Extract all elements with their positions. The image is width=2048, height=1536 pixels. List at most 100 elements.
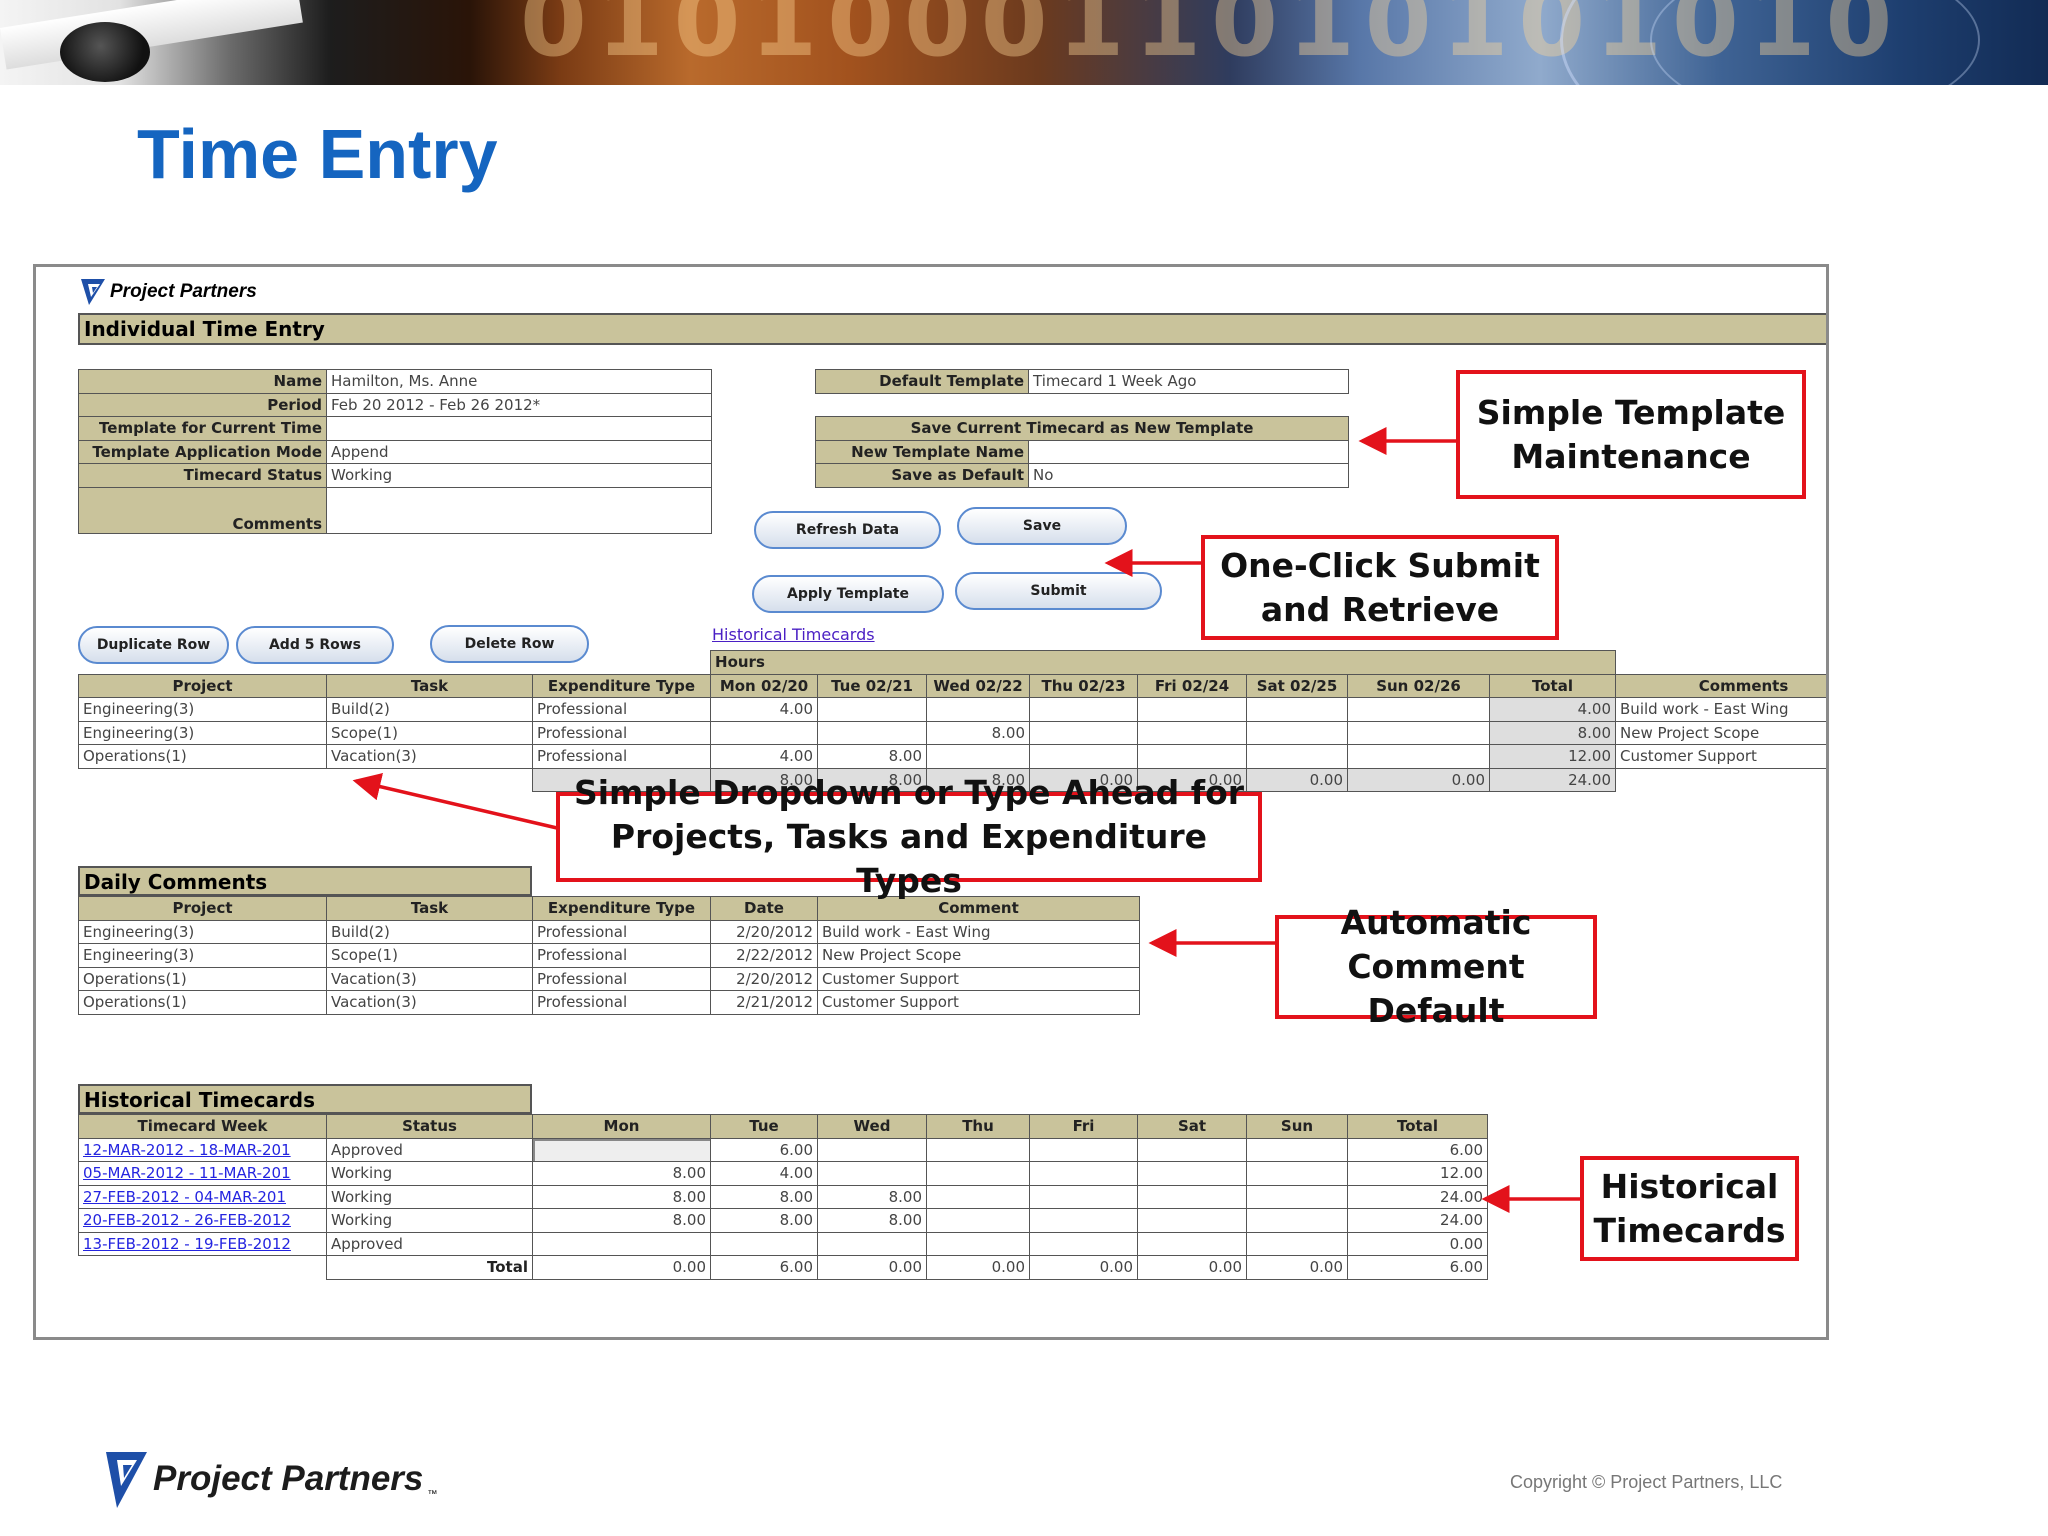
header-info-form: Name Hamilton, Ms. Anne Period Feb 20 20… bbox=[78, 369, 712, 534]
timecard-week-link[interactable]: 13-FEB-2012 - 19-FEB-2012 bbox=[78, 1231, 327, 1256]
template-current-select[interactable] bbox=[326, 416, 712, 441]
project-cell: Engineering(3) bbox=[78, 919, 327, 944]
hours-input-sat[interactable] bbox=[1246, 720, 1349, 745]
new-template-name-input[interactable] bbox=[1028, 439, 1349, 464]
row-total: 12.00 bbox=[1489, 744, 1617, 769]
timecard-week-link[interactable]: 12-MAR-2012 - 18-MAR-201 bbox=[78, 1137, 327, 1162]
expenditure-type-select[interactable]: Professional bbox=[531, 744, 712, 769]
template-mode-label: Template Application Mode bbox=[78, 439, 327, 464]
hours-input-fri[interactable] bbox=[1137, 720, 1248, 745]
callout-one-click-submit: One-Click Submit and Retrieve bbox=[1201, 535, 1559, 640]
period-select[interactable]: Feb 20 2012 - Feb 26 2012* bbox=[326, 392, 712, 417]
task-select[interactable]: Scope(1) bbox=[326, 720, 533, 745]
comment-input[interactable]: New Project Scope bbox=[817, 943, 1140, 968]
comment-input[interactable]: Build work - East Wing bbox=[817, 919, 1140, 944]
hours-input-wed[interactable] bbox=[926, 697, 1031, 722]
project-select[interactable]: Engineering(3) bbox=[78, 697, 327, 722]
historical-total-fri: 0.00 bbox=[1029, 1255, 1138, 1280]
default-template-label: Default Template bbox=[815, 369, 1029, 394]
expenditure-type-select[interactable]: Professional bbox=[531, 697, 712, 722]
hours-input-thu[interactable] bbox=[1029, 697, 1139, 722]
default-template-select[interactable]: Timecard 1 Week Ago bbox=[1028, 369, 1349, 394]
template-current-label: Template for Current Time bbox=[78, 416, 327, 441]
tue-cell bbox=[710, 1231, 818, 1256]
project-select[interactable]: Operations(1) bbox=[78, 744, 327, 769]
col-sat: Sat 02/25 bbox=[1246, 673, 1349, 698]
historical-total-tue: 6.00 bbox=[710, 1255, 818, 1280]
hours-input-fri[interactable] bbox=[1137, 697, 1248, 722]
comment-input[interactable]: Customer Support bbox=[1615, 744, 1826, 769]
total-cell: 0.00 bbox=[1347, 1231, 1488, 1256]
callout-simple-dropdown: Simple Dropdown or Type Ahead for Projec… bbox=[556, 773, 1262, 900]
submit-button[interactable]: Submit bbox=[955, 572, 1162, 610]
sat-cell bbox=[1137, 1137, 1247, 1162]
comment-input[interactable]: Build work - East Wing bbox=[1615, 697, 1826, 722]
hours-input-tue[interactable] bbox=[817, 697, 928, 722]
hours-input-fri[interactable] bbox=[1137, 744, 1248, 769]
add-5-rows-button[interactable]: Add 5 Rows bbox=[236, 626, 394, 664]
save-as-default-select[interactable]: No bbox=[1028, 463, 1349, 488]
col-status: Status bbox=[326, 1114, 533, 1139]
hours-input-wed[interactable]: 8.00 bbox=[926, 720, 1031, 745]
daily-comments-header-row: Project Task Expenditure Type Date Comme… bbox=[78, 896, 1140, 921]
footer-logo-trademark: ™ bbox=[427, 1489, 438, 1500]
row-total: 4.00 bbox=[1489, 697, 1617, 722]
hours-input-tue[interactable]: 8.00 bbox=[817, 744, 928, 769]
footer-logo: Project Partners ™ bbox=[103, 1448, 437, 1510]
col-total: Total bbox=[1347, 1114, 1488, 1139]
expenditure-type-select[interactable]: Professional bbox=[531, 720, 712, 745]
hours-input-mon[interactable]: 4.00 bbox=[710, 697, 819, 722]
expenditure-type-cell: Professional bbox=[532, 943, 711, 968]
timecard-week-link[interactable]: 27-FEB-2012 - 04-MAR-201 bbox=[78, 1184, 327, 1209]
delete-row-button[interactable]: Delete Row bbox=[430, 625, 589, 663]
project-cell: Engineering(3) bbox=[78, 943, 327, 968]
template-mode-select[interactable]: Append bbox=[326, 439, 712, 464]
comment-input[interactable]: New Project Scope bbox=[1615, 720, 1826, 745]
hours-input-mon[interactable] bbox=[710, 720, 819, 745]
sun-cell bbox=[1246, 1231, 1348, 1256]
hours-input-mon[interactable]: 4.00 bbox=[710, 744, 819, 769]
historical-row: 05-MAR-2012 - 11-MAR-201 Working 8.00 4.… bbox=[78, 1161, 1488, 1186]
comments-textarea[interactable] bbox=[326, 486, 712, 534]
col-wed: Wed bbox=[817, 1114, 927, 1139]
wed-cell bbox=[817, 1231, 927, 1256]
timecard-week-link[interactable]: 20-FEB-2012 - 26-FEB-2012 bbox=[78, 1208, 327, 1233]
hours-input-sun[interactable] bbox=[1347, 720, 1491, 745]
total-cell: 24.00 bbox=[1347, 1184, 1488, 1209]
timecard-week-link[interactable]: 05-MAR-2012 - 11-MAR-201 bbox=[78, 1161, 327, 1186]
wed-cell: 8.00 bbox=[817, 1184, 927, 1209]
expenditure-type-cell: Professional bbox=[532, 919, 711, 944]
col-expenditure-type: Expenditure Type bbox=[532, 896, 711, 921]
hours-input-sun[interactable] bbox=[1347, 744, 1491, 769]
task-select[interactable]: Vacation(3) bbox=[326, 744, 533, 769]
refresh-data-button[interactable]: Refresh Data bbox=[754, 511, 941, 549]
hours-input-wed[interactable] bbox=[926, 744, 1031, 769]
historical-timecards-link[interactable]: Historical Timecards bbox=[712, 625, 875, 644]
hours-input-sat[interactable] bbox=[1246, 744, 1349, 769]
sun-cell bbox=[1246, 1208, 1348, 1233]
hours-input-sat[interactable] bbox=[1246, 697, 1349, 722]
historical-total-thu: 0.00 bbox=[926, 1255, 1030, 1280]
banner-globe-ring-graphic bbox=[1650, 0, 1980, 85]
hours-input-sun[interactable] bbox=[1347, 697, 1491, 722]
name-field[interactable]: Hamilton, Ms. Anne bbox=[326, 369, 712, 394]
apply-template-button[interactable]: Apply Template bbox=[752, 575, 944, 613]
col-mon: Mon 02/20 bbox=[710, 673, 819, 698]
comment-input[interactable]: Customer Support bbox=[817, 990, 1140, 1015]
col-task: Task bbox=[326, 896, 533, 921]
hours-input-tue[interactable] bbox=[817, 720, 928, 745]
save-button[interactable]: Save bbox=[957, 507, 1127, 545]
hours-input-thu[interactable] bbox=[1029, 744, 1139, 769]
callout-line: Comment Default bbox=[1347, 947, 1525, 1030]
sun-cell bbox=[1246, 1161, 1348, 1186]
expenditure-type-cell: Professional bbox=[532, 966, 711, 991]
project-select[interactable]: Engineering(3) bbox=[78, 720, 327, 745]
col-thu: Thu 02/23 bbox=[1029, 673, 1139, 698]
time-grid-totals-row: 8.00 8.00 8.00 0.00 0.00 0.00 0.00 24.00 bbox=[79, 767, 1827, 792]
task-select[interactable]: Build(2) bbox=[326, 697, 533, 722]
expenditure-type-cell: Professional bbox=[532, 990, 711, 1015]
duplicate-row-button[interactable]: Duplicate Row bbox=[78, 626, 229, 664]
comment-input[interactable]: Customer Support bbox=[817, 966, 1140, 991]
hours-input-thu[interactable] bbox=[1029, 720, 1139, 745]
callout-line: Projects, Tasks and Expenditure Types bbox=[610, 817, 1208, 900]
